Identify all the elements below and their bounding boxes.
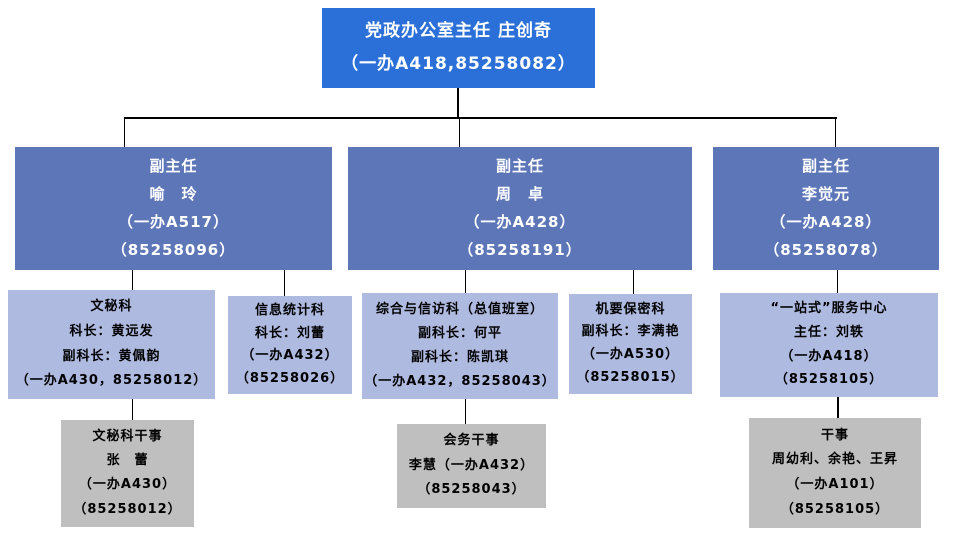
dept-line: 科长：刘蕾	[254, 325, 325, 341]
deputy-office: （一办A428）	[464, 213, 576, 232]
deputy-phone: （85258096）	[111, 241, 236, 260]
dept-line: 科长：黄远发	[69, 324, 154, 340]
node-staff-clerks: 干事 周幼利、余艳、王昇 （一办A101） （85258105）	[749, 418, 921, 528]
staff-title: 文秘科干事	[92, 428, 163, 444]
staff-line: 周幼利、余艳、王昇	[771, 452, 898, 468]
connector-level2-rail	[124, 117, 837, 119]
node-dept-confidential: 机要保密科 副科长：李满艳 （一办A530） （85258015）	[569, 294, 692, 394]
dept-line: 副科长：陈凯琪	[410, 349, 509, 365]
staff-title: 干事	[820, 427, 849, 443]
dept-line: （一办A432）	[241, 348, 339, 364]
staff-line: （85258105）	[780, 502, 890, 518]
deputy-office: （一办A517）	[118, 213, 229, 232]
node-deputy-2: 副主任 周 卓 （一办A428） （85258191）	[348, 147, 692, 270]
dept-title: 文秘科	[90, 299, 133, 315]
connector-drop-deputy-3	[835, 117, 836, 147]
dept-line: 副科长：何平	[417, 325, 502, 341]
node-deputy-1: 副主任 喻 玲 （一办A517） （85258096）	[15, 147, 332, 270]
dept-line: （85258105）	[774, 372, 884, 388]
dept-title: 机要保密科	[595, 301, 666, 317]
staff-line: 李慧（一办A432）	[408, 457, 535, 473]
deputy-name: 周 卓	[495, 185, 544, 204]
dept-title: 综合与信访科（总值班室）	[375, 301, 544, 317]
deputy-role: 副主任	[495, 157, 544, 176]
connector-drop-staff-3	[837, 397, 839, 418]
node-staff-secretarial-clerk: 文秘科干事 张 蕾 （一办A430） （85258012）	[61, 420, 194, 527]
connector-drop-dept-3	[465, 270, 466, 293]
node-dept-one-stop-service: “一站式”服务中心 主任：刘轶 （一办A418） （85258105）	[720, 293, 938, 397]
connector-root-trunk	[457, 88, 459, 118]
director-title: 党政办公室主任 庄创奇	[365, 21, 552, 42]
staff-line: （一办A430）	[78, 477, 177, 493]
dept-line: 主任：刘轶	[793, 325, 864, 341]
node-dept-info-statistics: 信息统计科 科长：刘蕾 （一办A432） （85258026）	[228, 296, 352, 394]
connector-drop-dept-1	[132, 270, 133, 290]
deputy-office: （一办A428）	[770, 213, 882, 232]
staff-line: （85258043）	[417, 482, 526, 498]
dept-line: （85258015）	[576, 370, 685, 386]
node-director: 党政办公室主任 庄创奇 （一办A418,85258082）	[322, 8, 595, 88]
dept-title: 信息统计科	[254, 303, 325, 319]
connector-drop-staff-1	[132, 399, 133, 420]
dept-line: （85258026）	[235, 370, 345, 386]
node-dept-general-petition: 综合与信访科（总值班室） 副科长：何平 副科长：陈凯琪 （一办A432，8525…	[362, 293, 558, 399]
deputy-phone: （85258191）	[458, 241, 582, 260]
staff-title: 会务干事	[443, 433, 500, 449]
staff-line: （一办A101）	[786, 477, 884, 493]
node-staff-meeting-clerk: 会务干事 李慧（一办A432） （85258043）	[397, 424, 546, 508]
connector-drop-deputy-2	[459, 117, 460, 147]
staff-line: 张 蕾	[106, 453, 149, 469]
dept-line: （一办A432，85258043）	[364, 373, 556, 389]
connector-drop-deputy-1	[124, 117, 125, 147]
deputy-phone: （85258078）	[764, 241, 888, 260]
deputy-name: 喻 玲	[149, 185, 198, 204]
dept-line: 副科长：黄佩韵	[62, 348, 161, 364]
deputy-role: 副主任	[801, 157, 850, 176]
node-deputy-3: 副主任 李觉元 （一办A428） （85258078）	[713, 147, 939, 270]
connector-drop-staff-2	[465, 399, 466, 424]
deputy-name: 李觉元	[801, 185, 850, 204]
director-contact: （一办A418,85258082）	[341, 54, 576, 75]
connector-drop-dept-4	[633, 270, 634, 294]
dept-line: （一办A418）	[780, 348, 878, 364]
node-dept-secretarial: 文秘科 科长：黄远发 副科长：黄佩韵 （一办A430，85258012）	[8, 290, 215, 399]
dept-line: 副科长：李满艳	[581, 324, 680, 340]
connector-drop-dept-5	[837, 270, 838, 293]
dept-line: （一办A530）	[581, 347, 680, 363]
connector-drop-dept-2	[284, 270, 285, 296]
dept-line: （一办A430，85258012）	[15, 373, 208, 389]
deputy-role: 副主任	[149, 157, 198, 176]
dept-title: “一站式”服务中心	[770, 301, 888, 317]
staff-line: （85258012）	[73, 501, 182, 517]
